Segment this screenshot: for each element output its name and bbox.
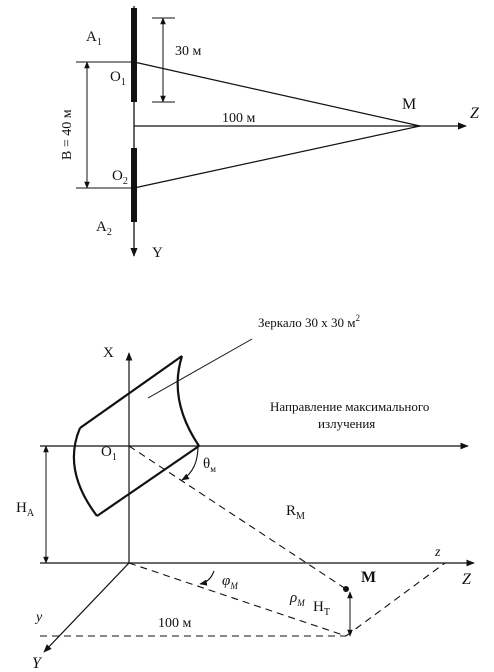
label-b-40m: B = 40 м [60,109,75,160]
theta-arc [181,445,199,481]
label-m-bottom: M [361,569,376,586]
label-100m-top: 100 м [222,111,256,126]
z-parallel-line [345,562,446,637]
label-a1: A1 [86,29,102,48]
label-direction-line1: Направление максимального [270,399,429,414]
label-z-big: Z [462,571,472,588]
label-rho: ρM [289,590,305,608]
label-30m: 30 м [175,44,202,59]
ray-o1-m [133,61,421,127]
mirror-bottom-edge [96,445,200,517]
label-mirror: Зеркало 30 x 30 м2 [258,313,360,330]
label-z-small: z [434,545,441,560]
label-theta: θм [203,456,216,474]
mirror-right-edge [176,355,200,447]
label-x: X [103,345,114,361]
label-phi: φM [222,573,238,591]
mirror-left-edge [72,427,98,517]
label-y-big: Y [32,655,43,672]
label-z-top: Z [470,105,480,122]
label-100m-bottom: 100 м [158,616,192,631]
ray-o2-m [133,125,421,189]
label-m-top: M [402,96,416,113]
label-o1: O1 [110,69,126,88]
label-y-small: y [34,610,43,625]
label-y-top: Y [152,245,163,261]
label-o2: O2 [112,168,128,187]
mirror-top-edge [79,355,183,429]
label-direction-line2: излучения [318,416,375,431]
label-a2: A2 [96,219,112,238]
y-axis-ground [43,562,130,653]
mirror-leader-line [147,338,253,399]
label-ha: HA [16,500,35,519]
rho-line [128,562,347,637]
bottom-diagram: Зеркало 30 x 30 м2 Направление максималь… [16,313,475,672]
label-o1-bottom: O1 [101,444,117,463]
label-rm: RM [286,503,305,522]
phi-arc [199,570,215,586]
top-diagram: A1 O1 O2 A2 30 м B = 40 м 100 м M Z Y [60,6,480,261]
rm-line [128,445,347,590]
point-m [343,586,349,592]
label-ht: HT [313,599,330,618]
